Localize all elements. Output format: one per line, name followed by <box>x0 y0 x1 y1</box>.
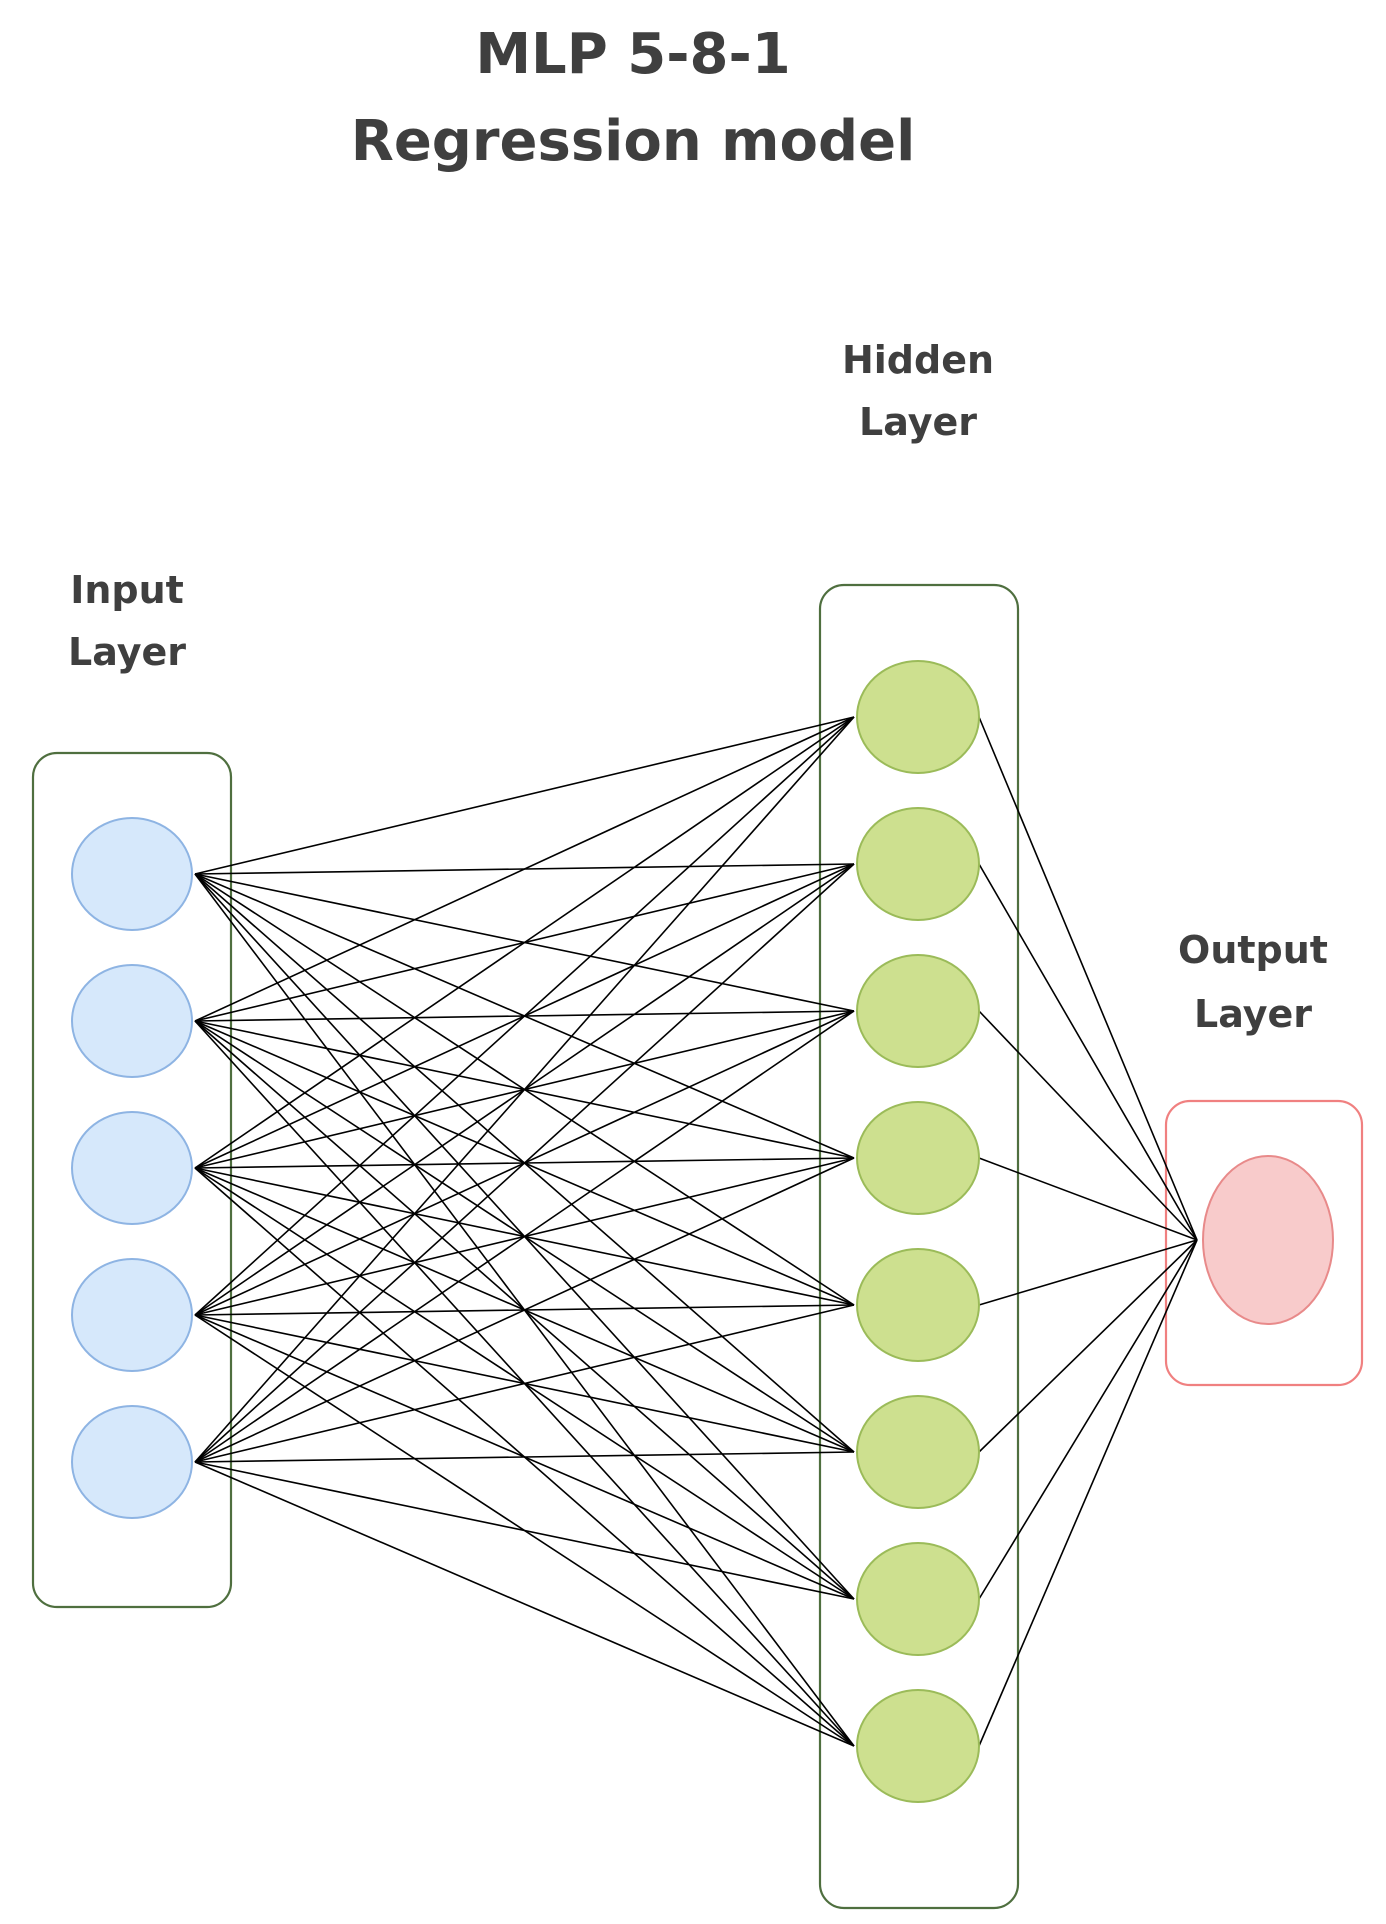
hidden-neuron-2 <box>856 807 980 921</box>
input-neuron-5 <box>71 1405 193 1519</box>
connection-input-5-hidden-6 <box>194 1451 855 1463</box>
connection-hidden-4-output-1 <box>978 1157 1198 1241</box>
hidden-neuron-8 <box>856 1689 980 1803</box>
connection-input-5-hidden-3 <box>194 1010 855 1463</box>
connection-hidden-2-output-1 <box>978 863 1198 1241</box>
hidden-neuron-7 <box>856 1542 980 1656</box>
connection-input-4-hidden-1 <box>194 716 855 1316</box>
input-neuron-4 <box>71 1258 193 1372</box>
input-neuron-3 <box>71 1111 193 1225</box>
connection-input-5-hidden-5 <box>194 1304 855 1463</box>
hidden-neuron-5 <box>856 1248 980 1362</box>
connection-input-5-hidden-1 <box>194 716 855 1463</box>
connection-hidden-8-output-1 <box>978 1239 1198 1747</box>
neurons-group <box>71 660 1334 1803</box>
connection-input-5-hidden-4 <box>194 1157 855 1463</box>
connection-hidden-7-output-1 <box>978 1239 1198 1600</box>
hidden-layer-label-line1: Hidden <box>842 338 994 382</box>
output-layer-label-line1: Output <box>1178 928 1328 972</box>
input-layer-label-line1: Input <box>70 568 184 612</box>
connection-hidden-3-output-1 <box>978 1010 1198 1241</box>
hidden-layer-label-line2: Layer <box>859 400 977 444</box>
hidden-neuron-4 <box>856 1101 980 1215</box>
connection-input-5-hidden-2 <box>194 863 855 1463</box>
connection-input-5-hidden-7 <box>194 1461 855 1600</box>
connection-input-1-hidden-1 <box>194 716 855 875</box>
hidden-neuron-3 <box>856 954 980 1068</box>
hidden-neuron-1 <box>856 660 980 774</box>
connection-hidden-5-output-1 <box>978 1239 1198 1306</box>
connection-input-2-hidden-1 <box>194 716 855 1022</box>
output-layer-label-line2: Layer <box>1194 992 1312 1036</box>
input-neuron-1 <box>71 817 193 931</box>
connection-input-3-hidden-1 <box>194 716 855 1169</box>
output-neuron-1 <box>1202 1155 1334 1325</box>
diagram-title-line2: Regression model <box>351 109 916 174</box>
connection-hidden-6-output-1 <box>978 1239 1198 1453</box>
connections-group <box>194 716 1198 1747</box>
connection-hidden-1-output-1 <box>978 716 1198 1241</box>
connection-input-5-hidden-8 <box>194 1461 855 1747</box>
input-neuron-2 <box>71 964 193 1078</box>
diagram-title-line1: MLP 5-8-1 <box>475 22 790 87</box>
input-layer-label-line2: Layer <box>68 630 186 674</box>
hidden-neuron-6 <box>856 1395 980 1509</box>
